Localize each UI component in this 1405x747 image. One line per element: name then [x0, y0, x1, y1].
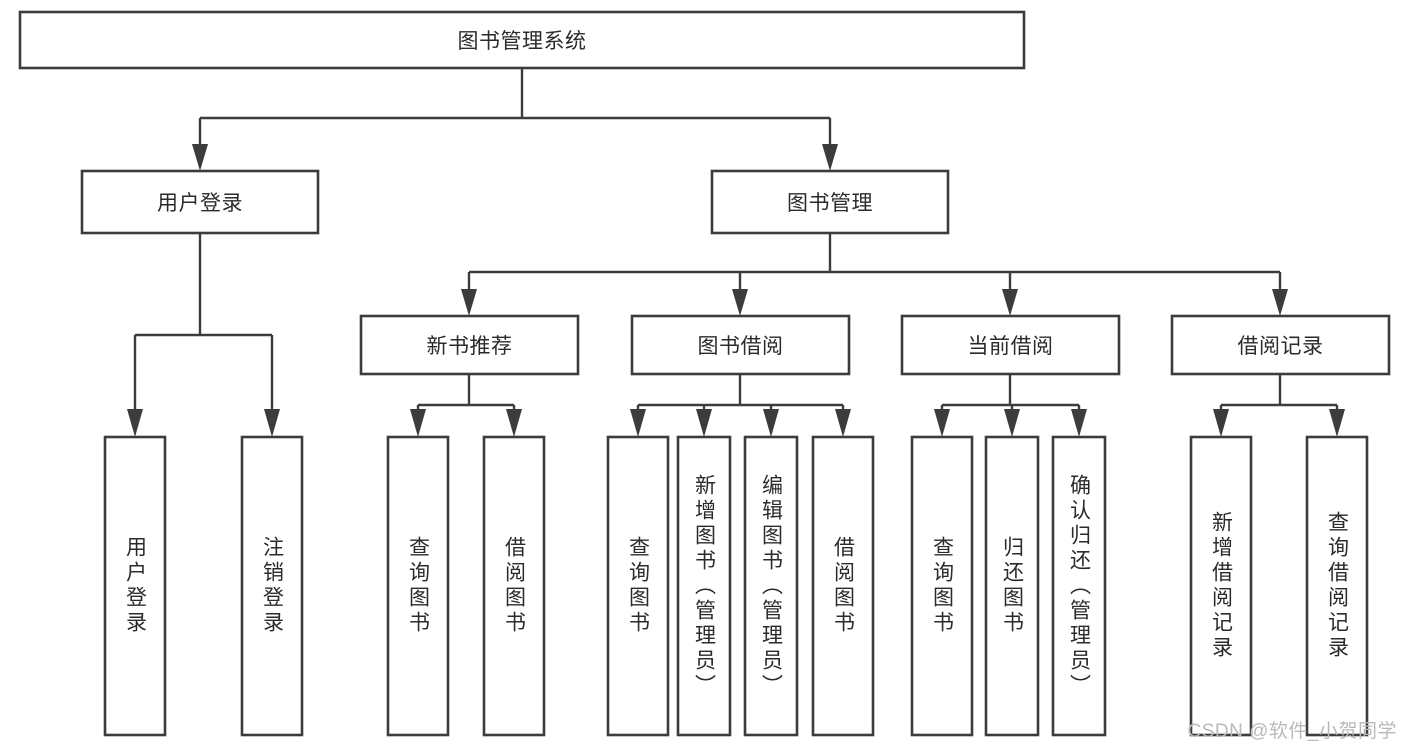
- node-box-user-login[interactable]: [80, 169, 320, 235]
- connector-book-borrow-to-leaves: [630, 374, 851, 437]
- node-box-leaf-confirm-return-admin[interactable]: [1051, 435, 1107, 737]
- node-box-leaf-borrow-book-2[interactable]: [811, 435, 875, 737]
- node-box-book-management[interactable]: [710, 169, 950, 235]
- node-box-leaf-borrow-book-1[interactable]: [482, 435, 546, 737]
- node-box-leaf-query-book-1[interactable]: [386, 435, 450, 737]
- node-box-leaf-logout-login[interactable]: [240, 435, 304, 737]
- node-box-leaf-edit-book-admin[interactable]: [743, 435, 799, 737]
- node-box-leaf-return-book[interactable]: [984, 435, 1040, 737]
- node-box-leaf-query-book-3[interactable]: [910, 435, 974, 737]
- connector-borrow-record-to-leaves: [1213, 374, 1345, 437]
- node-box-leaf-query-book-2[interactable]: [606, 435, 670, 737]
- node-box-borrow-record[interactable]: [1170, 314, 1391, 376]
- node-box-book-borrow[interactable]: [630, 314, 851, 376]
- node-box-leaf-user-login[interactable]: [103, 435, 167, 737]
- connector-current-borrow-to-leaves: [934, 374, 1087, 437]
- connector-user-login-to-leaves: [127, 233, 280, 437]
- connector-book-management-to-level3: [461, 233, 1288, 316]
- node-box-new-book-recommend[interactable]: [359, 314, 580, 376]
- connector-root-to-level2: [192, 68, 838, 171]
- node-box-current-borrow[interactable]: [900, 314, 1121, 376]
- connector-new-book-recommend-to-leaves: [410, 374, 522, 437]
- node-box-leaf-add-borrow-record[interactable]: [1189, 435, 1253, 737]
- node-box-leaf-add-book-admin[interactable]: [676, 435, 732, 737]
- node-box-root[interactable]: [18, 10, 1026, 70]
- node-box-leaf-query-borrow-record[interactable]: [1305, 435, 1369, 737]
